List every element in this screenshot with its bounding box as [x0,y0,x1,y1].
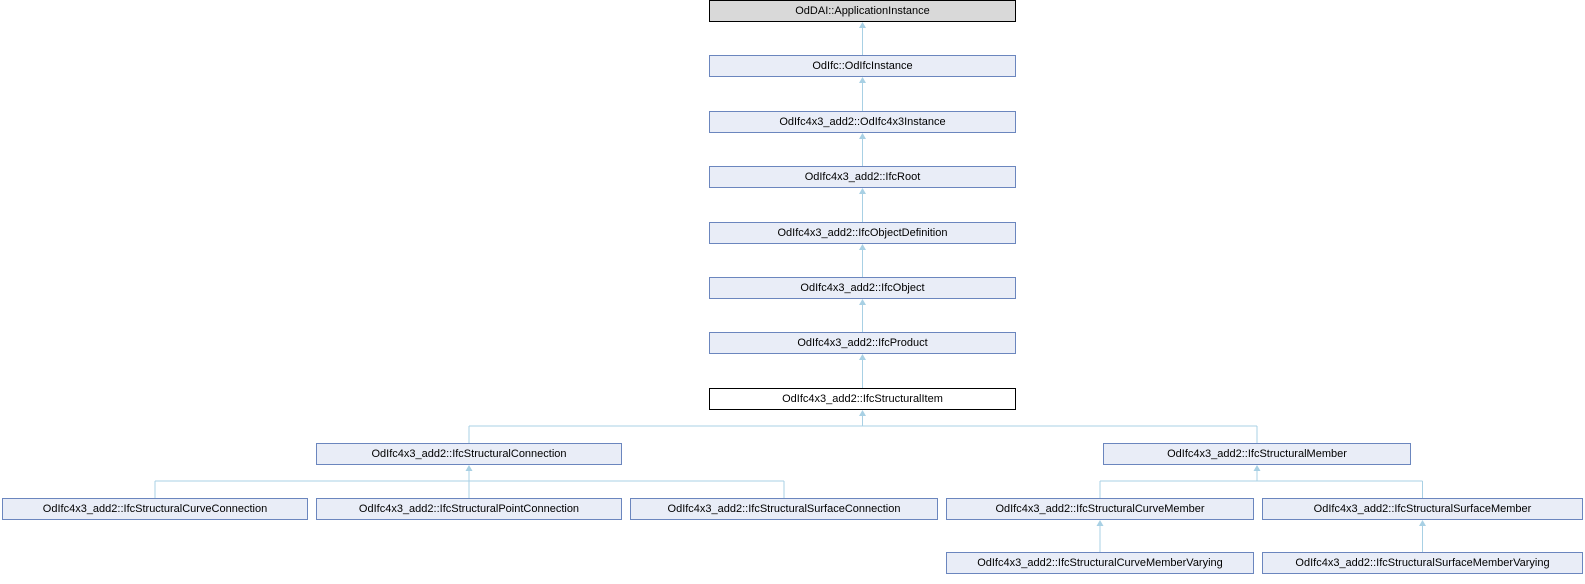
class-node[interactable]: OdIfc4x3_add2::IfcStructuralCurveMemberV… [946,552,1254,574]
class-node[interactable]: OdIfc4x3_add2::IfcStructuralConnection [316,443,622,465]
class-node[interactable]: OdIfc::OdIfcInstance [709,55,1016,77]
class-node[interactable]: OdIfc4x3_add2::IfcStructuralSurfaceMembe… [1262,552,1583,574]
class-node[interactable]: OdIfc4x3_add2::IfcStructuralMember [1103,443,1411,465]
class-node[interactable]: OdIfc4x3_add2::IfcObjectDefinition [709,222,1016,244]
class-node[interactable]: OdDAI::ApplicationInstance [709,0,1016,22]
class-node[interactable]: OdIfc4x3_add2::IfcStructuralCurveMember [946,498,1254,520]
class-node[interactable]: OdIfc4x3_add2::IfcObject [709,277,1016,299]
class-node[interactable]: OdIfc4x3_add2::IfcStructuralItem [709,388,1016,410]
class-node[interactable]: OdIfc4x3_add2::IfcRoot [709,166,1016,188]
class-node[interactable]: OdIfc4x3_add2::IfcStructuralSurfaceConne… [630,498,938,520]
class-node[interactable]: OdIfc4x3_add2::IfcStructuralSurfaceMembe… [1262,498,1583,520]
class-node[interactable]: OdIfc4x3_add2::IfcStructuralPointConnect… [316,498,622,520]
class-node[interactable]: OdIfc4x3_add2::OdIfc4x3Instance [709,111,1016,133]
class-node[interactable]: OdIfc4x3_add2::IfcProduct [709,332,1016,354]
class-node[interactable]: OdIfc4x3_add2::IfcStructuralCurveConnect… [2,498,308,520]
